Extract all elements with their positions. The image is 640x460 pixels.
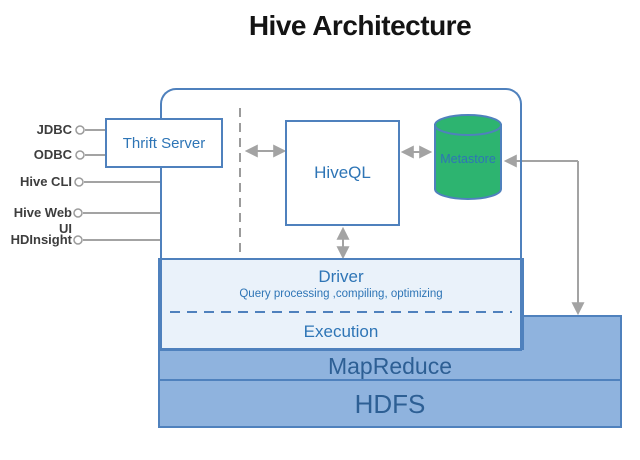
client-label-hive-web-ui: Hive Web UI [13, 205, 72, 236]
driver-title: Driver [318, 267, 364, 286]
page-title: Hive Architecture [248, 10, 472, 41]
hdfs-layer-label: HDFS [354, 389, 426, 419]
thrift-server-label: Thrift Server [122, 134, 206, 152]
client-label-hive-cli: Hive CLI [19, 174, 72, 189]
metastore-cylinder-icon [434, 114, 502, 200]
hive-cli-port-circle-icon [74, 177, 84, 187]
hiveql-box: HiveQL [285, 120, 400, 226]
metastore-label: Metastore [440, 152, 496, 166]
hdfs-shape [158, 379, 622, 428]
driver-dashed-divider [170, 311, 512, 313]
hive-system-container [160, 88, 522, 350]
client-label-hdinsight: HDInsight [10, 232, 72, 247]
jdbc-port-circle-icon [75, 125, 85, 135]
client-connector-lines [83, 129, 161, 241]
thrift-server-box: Thrift Server [105, 118, 223, 168]
driver-subtitle: Query processing ,compiling, optimizing [239, 288, 443, 300]
client-port-circles [73, 125, 85, 245]
hive-web-ui-port-circle-icon [73, 208, 83, 218]
hdinsight-port-circle-icon [73, 235, 83, 245]
odbc-port-circle-icon [75, 150, 85, 160]
client-label-odbc: ODBC [33, 147, 72, 162]
mapreduce-layer-label: MapReduce [327, 353, 453, 379]
execution-label: Execution [303, 322, 379, 341]
client-label-jdbc: JDBC [36, 122, 72, 137]
hiveql-label: HiveQL [314, 163, 371, 182]
